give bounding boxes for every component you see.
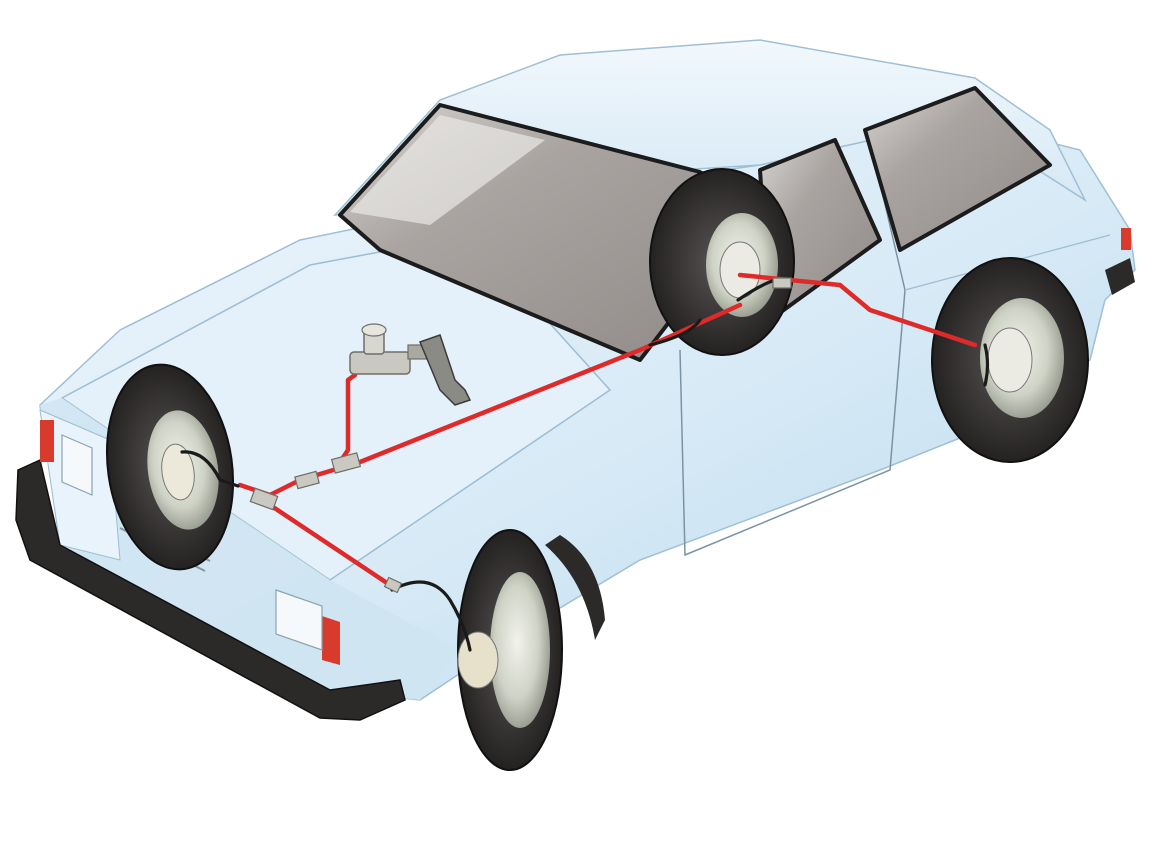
rear-bumper <box>1105 258 1135 295</box>
right-headlamp <box>322 616 340 665</box>
wheel-icon <box>931 257 1089 463</box>
wheel-icon <box>457 529 605 771</box>
brake-pedal-icon <box>419 334 472 406</box>
master-cylinder-icon <box>349 323 435 375</box>
front-plate-right <box>275 589 323 651</box>
front-bumper <box>15 458 406 721</box>
brake-junction <box>249 277 792 594</box>
wheel-icon <box>649 168 795 356</box>
car-body <box>39 39 1136 701</box>
left-headlamp <box>40 420 54 462</box>
wheel-icon <box>105 363 235 571</box>
front-plate-left <box>61 434 93 496</box>
rear-lamp <box>1121 228 1131 250</box>
